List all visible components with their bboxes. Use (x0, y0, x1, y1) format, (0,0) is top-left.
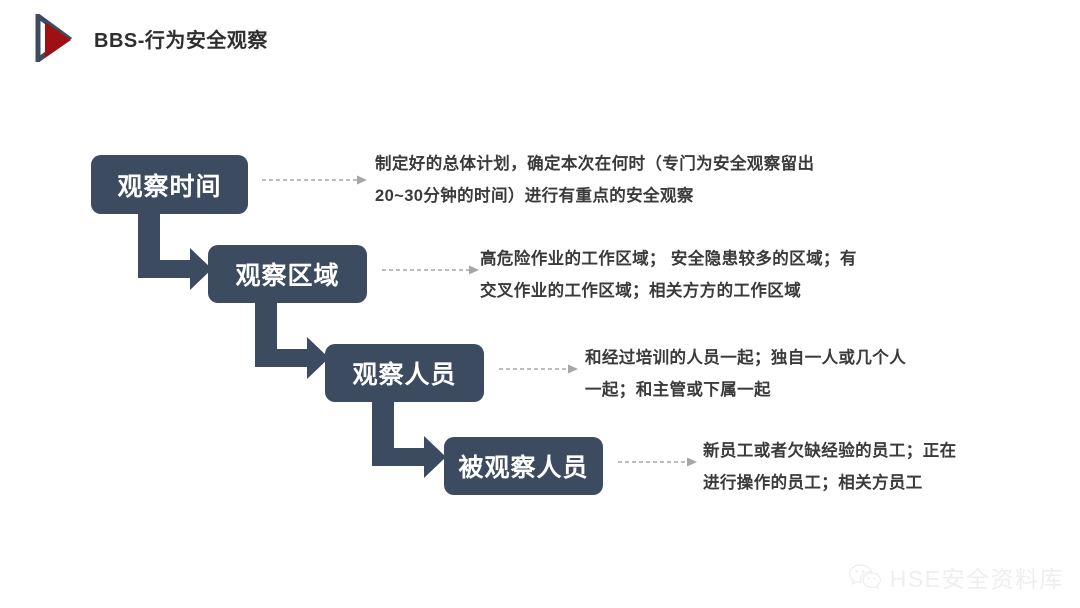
elbow-arrow-down-right-icon-3 (370, 400, 448, 478)
desc-line: 交叉作业的工作区域；相关方方的工作区域 (480, 282, 802, 301)
desc-line: 20~30分钟的时间）进行有重点的安全观察 (375, 187, 694, 206)
flow-step-box-1[interactable]: 观察时间 (91, 155, 248, 214)
flow-step-description-3: 和经过培训的人员一起；独自一人或几个人 一起；和主管或下属一起 (585, 342, 985, 406)
dashed-arrow-right-icon-3 (499, 363, 579, 375)
desc-line: 进行操作的员工；相关方员工 (703, 474, 923, 493)
elbow-arrow-down-right-icon-2 (253, 301, 331, 379)
desc-line: 和经过培训的人员一起；独自一人或几个人 (585, 349, 907, 367)
elbow-arrow-down-right-icon-1 (136, 212, 214, 290)
flow-step-box-2[interactable]: 观察区域 (208, 245, 367, 303)
flow-step-description-4: 新员工或者欠缺经验的员工；正在 进行操作的员工；相关方员工 (703, 435, 1033, 499)
dashed-arrow-right-icon-4 (618, 456, 698, 468)
flow-step-description-1: 制定好的总体计划，确定本次在何时（专门为安全观察留出 20~30分钟的时间）进行… (375, 148, 935, 212)
dashed-arrow-right-icon-2 (382, 264, 480, 276)
slide-header: BBS-行为安全观察 (34, 14, 268, 62)
flow-step-box-4[interactable]: 被观察人员 (444, 437, 603, 495)
wechat-icon (848, 563, 882, 591)
watermark-text: HSE安全资料库 (889, 566, 1064, 592)
watermark: HSE安全资料库 (848, 560, 1064, 594)
flow-step-label-4: 被观察人员 (458, 454, 589, 482)
flow-step-label-3: 观察人员 (352, 361, 457, 389)
desc-line: 制定好的总体计划，确定本次在何时（专门为安全观察留出 (375, 155, 815, 173)
desc-line: 高危险作业的工作区域； 安全隐患较多的区域；有 (480, 250, 857, 268)
flow-step-label-2: 观察区域 (235, 262, 340, 290)
desc-line: 新员工或者欠缺经验的员工；正在 (703, 442, 957, 460)
flow-step-box-3[interactable]: 观察人员 (325, 344, 484, 402)
triangle-play-logo-icon (34, 14, 74, 62)
page-title: BBS-行为安全观察 (94, 29, 268, 52)
desc-line: 一起；和主管或下属一起 (585, 381, 771, 400)
dashed-arrow-right-icon-1 (262, 174, 368, 186)
flow-step-label-1: 观察时间 (117, 172, 222, 201)
flow-step-description-2: 高危险作业的工作区域； 安全隐患较多的区域；有 交叉作业的工作区域；相关方方的工… (480, 243, 950, 307)
